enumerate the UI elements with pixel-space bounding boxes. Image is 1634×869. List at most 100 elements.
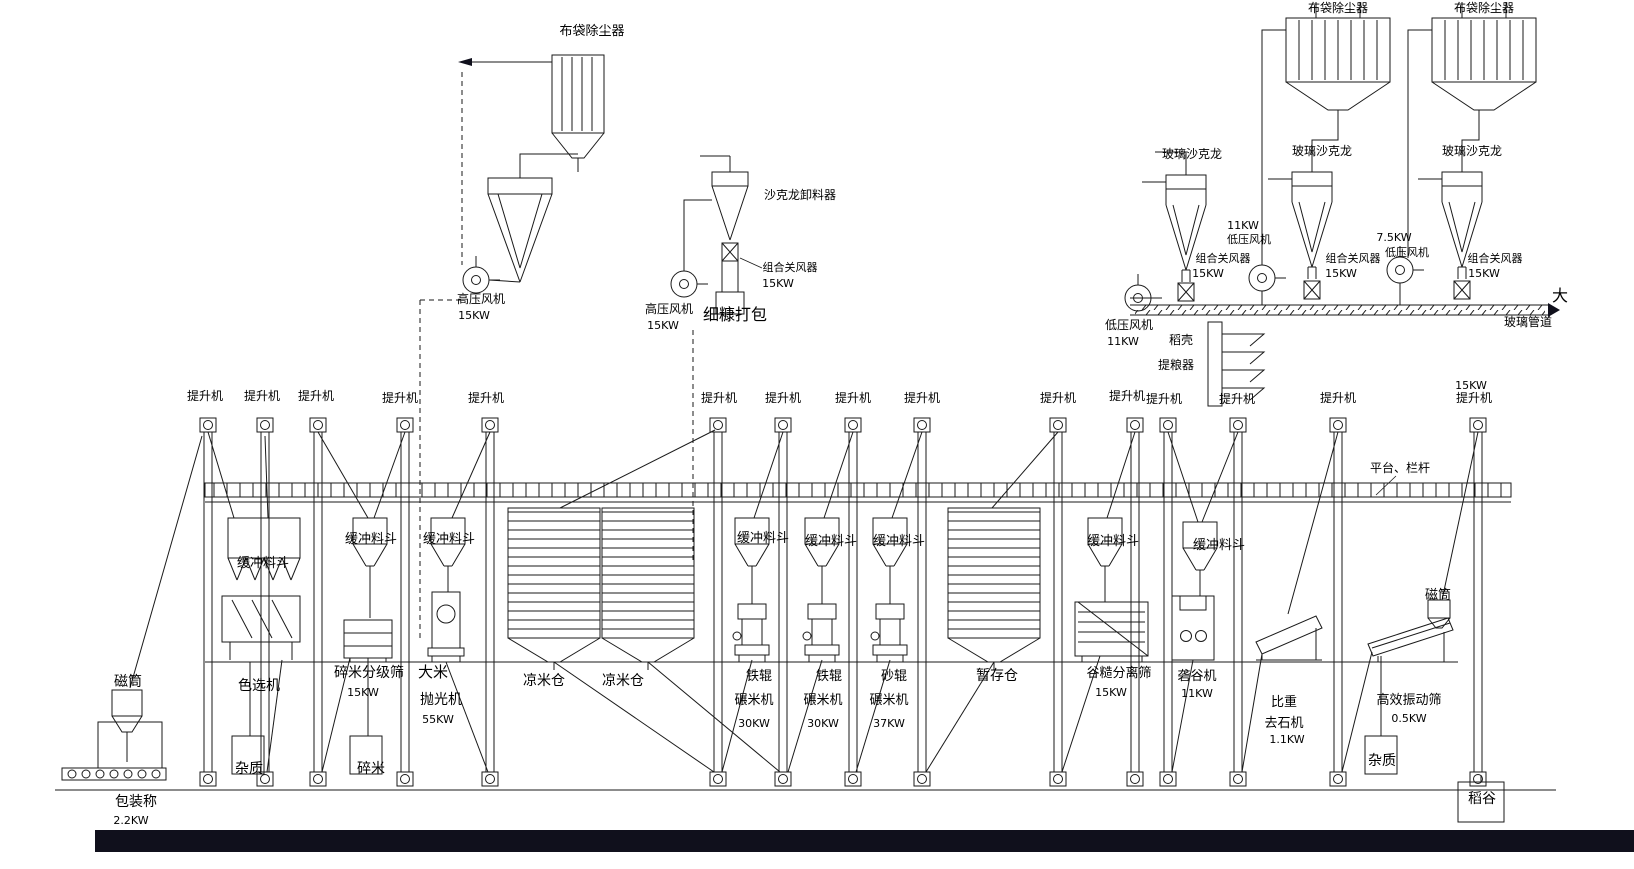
diagram-label-6: 沙克龙卸料器 [764, 187, 836, 202]
diagram-label-37: 提升机 [765, 390, 801, 405]
elevator [396, 417, 414, 787]
high-pressure-fan-2 [670, 259, 709, 298]
temporary-storage-bin [947, 507, 1041, 671]
vibrating-sieve [1367, 599, 1454, 662]
airlock-1 [1177, 282, 1195, 302]
color-sorter [221, 595, 301, 660]
diagram-label-29: 提粮器 [1158, 357, 1194, 372]
cyclone-discharger [683, 155, 763, 560]
diagram-label-60: 抛光机 [420, 692, 462, 708]
diagram-label-17: 组合关风器 [1468, 251, 1523, 265]
diagram-label-86: 杂质 [1368, 753, 1396, 769]
diagram-label-35: 提升机 [468, 390, 504, 405]
glass-cyclone-1 [1141, 174, 1207, 283]
diagram-label-78: 比重 [1271, 694, 1297, 710]
glass-cyclone-2 [1267, 171, 1333, 280]
diagram-label-2: 布袋除尘器 [1454, 0, 1514, 15]
diagram-label-45: 提升机 [1456, 390, 1492, 405]
elevator [1049, 417, 1067, 787]
diagram-label-11: 组合关风器 [763, 260, 818, 274]
polisher [427, 591, 465, 662]
diagram-label-26: 低压风机 [1105, 318, 1153, 332]
diagram-label-12: 15KW [762, 277, 794, 290]
elevator [256, 417, 274, 787]
elevator [1469, 417, 1487, 787]
diagram-label-79: 去石机 [1264, 716, 1303, 731]
elevator [709, 417, 727, 787]
bran-packing-bag [715, 291, 745, 315]
diagram-label-18: 15KW [1468, 267, 1500, 280]
low-pressure-fan-2 [1248, 253, 1287, 292]
chute-lines [129, 429, 1482, 782]
elevator [481, 417, 499, 787]
bag-dust-collector-right-2 [1431, 1, 1537, 111]
diagram-label-28: 稻壳 [1169, 333, 1193, 347]
elevator [199, 417, 217, 787]
airlock-bran [721, 242, 739, 262]
diagram-label-76: 砻谷机 [1177, 669, 1216, 684]
diagram-label-41: 提升机 [1109, 388, 1145, 403]
diagram-label-74: 谷糙分离筛 [1086, 665, 1151, 681]
platform-leader-line [1375, 475, 1397, 496]
diagram-label-81: 高效振动筛 [1376, 692, 1441, 708]
diagram-label-53: 缓冲料斗 [1087, 534, 1139, 549]
diagram-label-4: 玻璃沙克龙 [1292, 144, 1352, 158]
diagram-label-49: 缓冲料斗 [423, 532, 475, 547]
diagram-label-16: 15KW [1325, 267, 1357, 280]
diagram-label-56: 色选机 [238, 677, 280, 694]
diagram-labels: 布袋除尘器布袋除尘器布袋除尘器玻璃沙克龙玻璃沙克龙玻璃沙克龙沙克龙卸料器11KW… [113, 0, 1568, 827]
pipe-arrow [1548, 303, 1560, 317]
diagram-label-82: 0.5KW [1391, 712, 1426, 725]
diagram-label-52: 缓冲料斗 [873, 534, 925, 549]
broken-rice-grading-sieve [343, 619, 393, 662]
diagram-label-62: 凉米仓 [523, 673, 565, 689]
diagram-label-73: 暂存仓 [976, 668, 1018, 684]
diagram-label-27: 11KW [1107, 335, 1139, 348]
diagram-label-47: 缓冲料斗 [237, 556, 289, 571]
diagram-label-36: 提升机 [701, 390, 737, 405]
diagram-label-66: 30KW [738, 717, 770, 730]
diagram-label-80: 1.1KW [1269, 733, 1304, 746]
diagram-label-88: 2.2KW [113, 814, 148, 827]
diagram-label-23: 细糠打包 [703, 305, 767, 324]
platform-and-floors [55, 475, 1634, 852]
diagram-label-1: 布袋除尘器 [1308, 0, 1368, 15]
diagram-label-68: 碾米机 [803, 693, 842, 708]
diagram-label-20: 15KW [458, 309, 490, 322]
diagram-label-3: 玻璃沙克龙 [1162, 147, 1222, 161]
iron-roller-mill-2 [802, 593, 840, 663]
elevator [774, 417, 792, 787]
elevator [1329, 417, 1347, 787]
diagram-label-85: 碎米 [357, 761, 385, 777]
airlock-2 [1303, 280, 1321, 300]
diagram-label-38: 提升机 [835, 390, 871, 405]
bag-dust-collector-right-1 [1285, 1, 1391, 111]
diagram-label-55: 磁筒 [114, 673, 142, 690]
diagram-label-57: 碎米分级筛 [334, 665, 404, 681]
diagram-label-30: 15KW [1455, 379, 1487, 392]
right-aspiration-piping [1130, 29, 1480, 305]
diagram-label-33: 提升机 [298, 388, 334, 403]
diagram-label-15: 组合关风器 [1326, 251, 1381, 265]
diagram-label-34: 提升机 [382, 390, 418, 405]
diagram-label-39: 提升机 [904, 390, 940, 405]
gravity-destoner [1255, 615, 1323, 661]
iron-roller-mill-1 [732, 593, 770, 663]
diagram-label-13: 组合关风器 [1196, 251, 1251, 265]
walkway-platform [204, 482, 1512, 498]
diagram-label-89: 稻谷 [1468, 791, 1496, 807]
exhaust-arrow [458, 58, 472, 66]
diagram-label-0: 布袋除尘器 [559, 24, 624, 39]
diagram-label-64: 铁辊 [746, 669, 772, 684]
elevator [844, 417, 862, 787]
magnetic-separator-right [1427, 599, 1451, 619]
diagram-label-42: 提升机 [1146, 391, 1182, 406]
diagram-label-59: 大米 [418, 663, 448, 681]
diagram-label-32: 提升机 [244, 388, 280, 403]
diagram-label-25: 玻璃管道 [1504, 314, 1552, 329]
diagram-label-40: 提升机 [1040, 390, 1076, 405]
wide-buffer-hopper [227, 517, 301, 559]
ground-bar [95, 830, 1634, 852]
diagram-label-21: 高压风机 [645, 301, 693, 316]
